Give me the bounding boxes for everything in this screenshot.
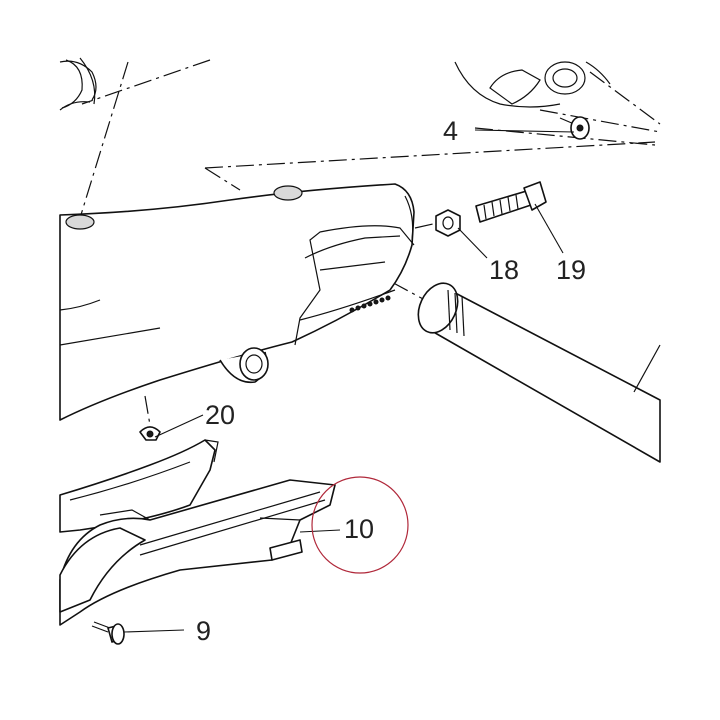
bolt-19 — [475, 181, 547, 223]
callout-9[interactable]: 9 — [196, 616, 211, 646]
upper-left-housing — [59, 57, 97, 111]
leader-lines — [123, 129, 575, 633]
callout-10[interactable]: 10 — [344, 514, 374, 544]
callout-20[interactable]: 20 — [205, 400, 235, 430]
stamped-marking — [349, 295, 391, 313]
clip-20 — [139, 426, 161, 441]
highlight-circle — [311, 476, 409, 574]
screw-4 — [559, 116, 590, 140]
callout-4[interactable]: 4 — [443, 116, 458, 146]
nut-18 — [435, 209, 461, 237]
callout-19[interactable]: 19 — [556, 255, 586, 285]
upper-right-housing — [454, 61, 611, 108]
axle-tube — [417, 282, 661, 463]
swingarm-body — [59, 183, 415, 421]
screw-9 — [91, 621, 125, 645]
callout-18[interactable]: 18 — [489, 255, 519, 285]
chain-guard-10 — [59, 479, 336, 626]
